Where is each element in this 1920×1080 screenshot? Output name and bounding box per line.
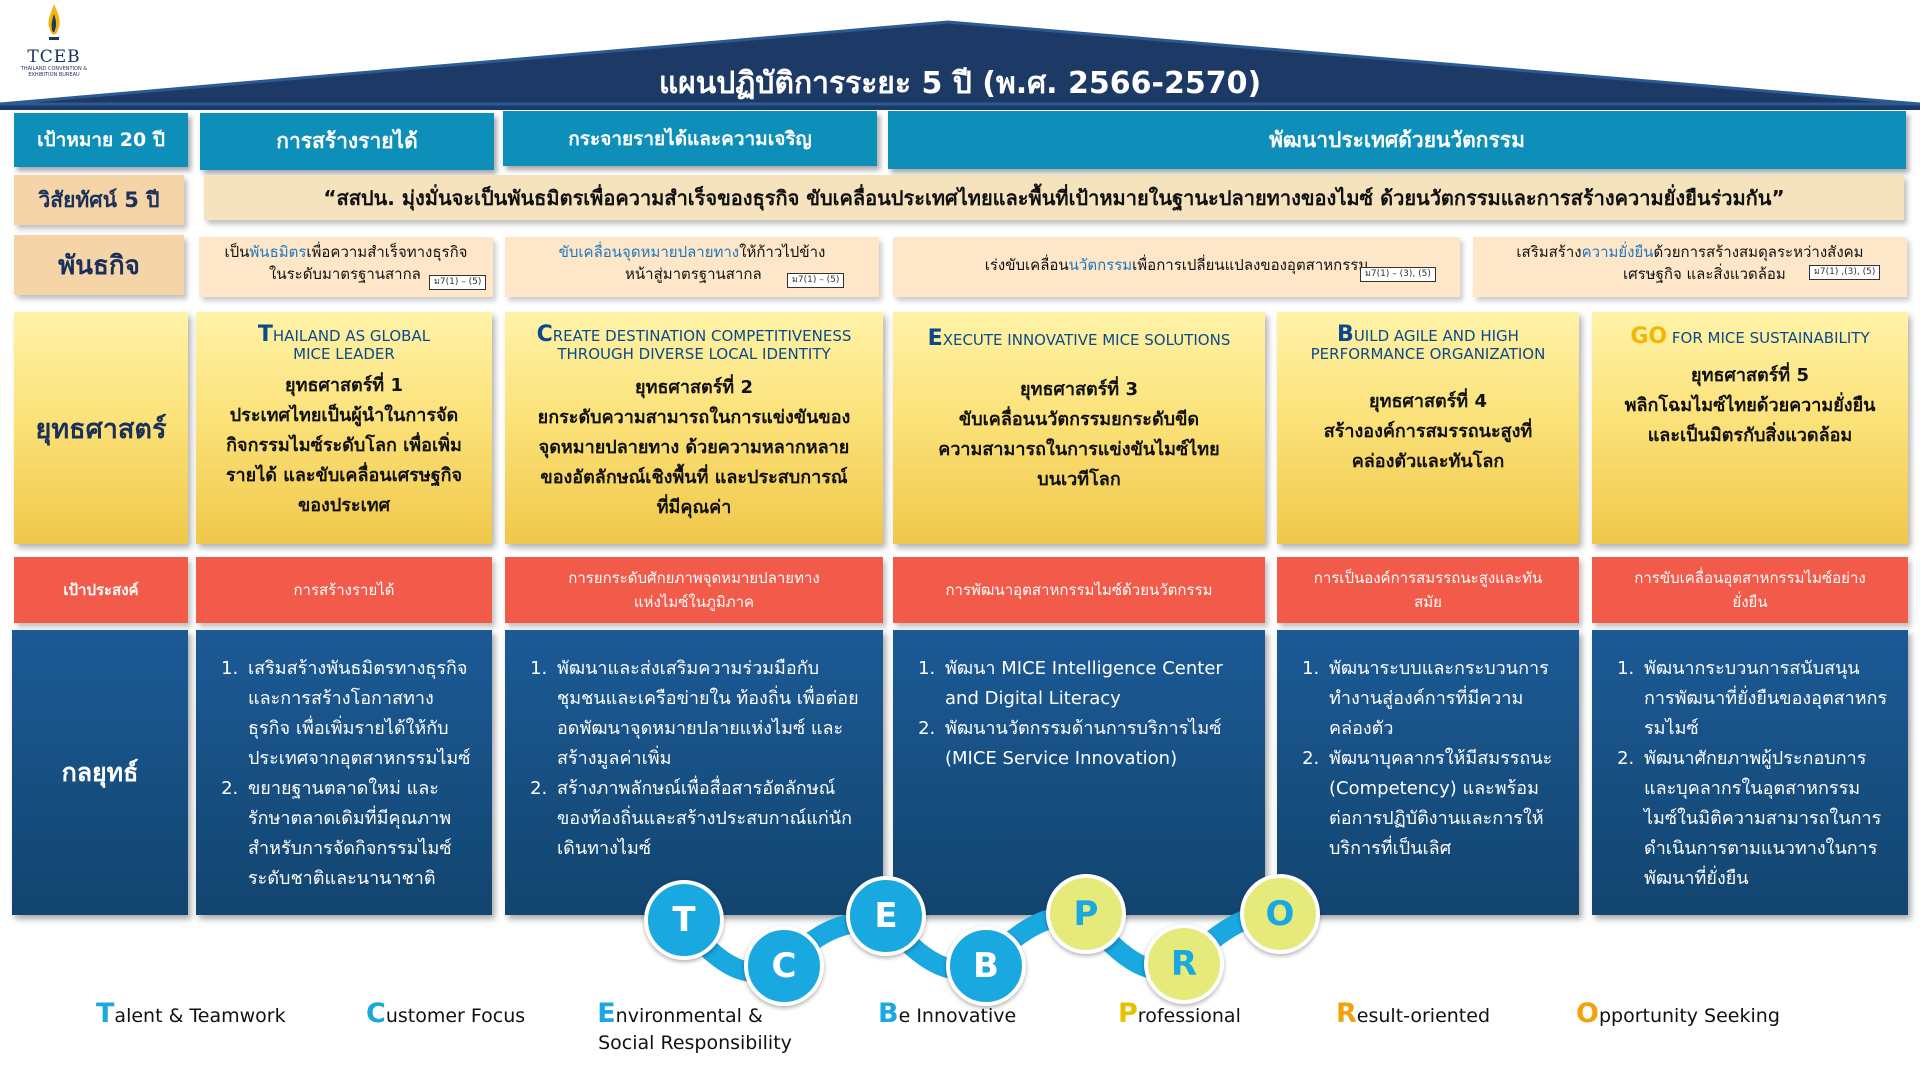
tactic-item: พัฒนา MICE Intelligence Center and Digit… xyxy=(941,654,1247,714)
tactic-item: เสริมสร้างพันธมิตรทางธุรกิจและการสร้างโอ… xyxy=(244,654,474,774)
goal-row-label: เป้าหมาย 20 ปี xyxy=(14,113,188,167)
strategy-2: Create Destination Competitivenessthroug… xyxy=(505,312,883,544)
tactic-item: พัฒนาบุคลากรให้มีสมรรถนะ (Competency) แล… xyxy=(1325,744,1561,864)
value-label-innovative: Be Innovative xyxy=(878,998,1017,1029)
mission-row-label: พันธกิจ xyxy=(14,235,184,295)
core-values-chain: T C E B P R O xyxy=(640,860,1320,1010)
goal-income: การสร้างรายได้ xyxy=(200,113,494,170)
goal-innovation: พัฒนาประเทศด้วยนวัตกรรม xyxy=(888,111,1906,169)
value-circle-c: C xyxy=(744,926,824,1006)
tactic-column-5: พัฒนากระบวนการสนับสนุนการพัฒนาที่ยั่งยืน… xyxy=(1592,630,1908,915)
value-label-talent: Talent & Teamwork xyxy=(96,998,286,1029)
strategy-1: Thailand as GlobalMICE Leader ยุทธศาสตร์… xyxy=(196,312,492,544)
header-roof-banner xyxy=(0,20,1920,110)
tactic-item: พัฒนากระบวนการสนับสนุนการพัฒนาที่ยั่งยืน… xyxy=(1640,654,1890,744)
strategy-3: Execute Innovative MICE Solutions ยุทธศา… xyxy=(893,312,1265,544)
value-circle-b: B xyxy=(946,926,1026,1006)
tceb-logo: TCEB THAILAND CONVENTION & EXHIBITION BU… xyxy=(14,4,94,84)
tactic-item: สร้างภาพลักษณ์เพื่อสื่อสารอัตลักษณ์ของท้… xyxy=(553,774,865,864)
objective-3: การพัฒนาอุตสาหกรรมไมซ์ด้วยนวัตกรรม xyxy=(893,557,1265,623)
page-title: แผนปฏิบัติการระยะ 5 ปี (พ.ศ. 2566-2570) xyxy=(658,66,1262,101)
law-reference-tag: ม7(1) – (3), (5) xyxy=(1360,267,1436,282)
objective-4: การเป็นองค์การสมรรถนะสูงและทันสมัย xyxy=(1277,557,1579,623)
law-reference-tag: ม7(1) – (5) xyxy=(787,273,845,288)
value-circle-r: R xyxy=(1144,924,1224,1004)
logo-name: TCEB xyxy=(27,47,81,67)
value-circle-p: P xyxy=(1046,874,1126,954)
objective-2: การยกระดับศักยภาพจุดหมายปลายทางแห่งไมซ์ใ… xyxy=(505,557,883,623)
tactic-row-label: กลยุทธ์ xyxy=(12,630,188,915)
vision-statement: “สสปน. มุ่งมั่นจะเป็นพันธมิตรเพื่อความสำ… xyxy=(204,175,1904,220)
flame-logo-icon xyxy=(48,4,60,40)
value-label-professional: Professional xyxy=(1118,998,1241,1029)
law-reference-tag: ม7(1) – (5) xyxy=(429,275,487,290)
objective-1: การสร้างรายได้ xyxy=(196,557,492,623)
goal-distribution: กระจายรายได้และความเจริญ xyxy=(503,111,877,166)
tactic-column-4: พัฒนาระบบและกระบวนการทำงานสู่องค์การที่ม… xyxy=(1277,630,1579,915)
value-label-opportunity: Opportunity Seeking xyxy=(1576,998,1780,1029)
tactic-column-2: พัฒนาและส่งเสริมความร่วมมือกับชุมชนและเค… xyxy=(505,630,883,915)
mission-item-2: ขับเคลื่อนจุดหมายปลายทางให้ก้าวไปข้าง หน… xyxy=(505,237,879,297)
tactic-item: พัฒนาระบบและกระบวนการทำงานสู่องค์การที่ม… xyxy=(1325,654,1561,744)
mission-item-3: เร่งขับเคลื่อนนวัตกรรมเพื่อการเปลี่ยนแปล… xyxy=(893,237,1460,297)
objective-5: การขับเคลื่อนอุตสาหกรรมไมซ์อย่างยั่งยืน xyxy=(1592,557,1908,623)
value-circle-e: E xyxy=(846,876,926,956)
tactic-column-1: เสริมสร้างพันธมิตรทางธุรกิจและการสร้างโอ… xyxy=(196,630,492,915)
value-circle-t: T xyxy=(644,880,724,960)
objective-row-label: เป้าประสงค์ xyxy=(14,557,188,623)
tactic-item: ขยายฐานตลาดใหม่ และรักษาตลาดเดิมที่มีคุณ… xyxy=(244,774,474,894)
tactic-item: พัฒนาและส่งเสริมความร่วมมือกับชุมชนและเค… xyxy=(553,654,865,774)
tactic-item: พัฒนาศักยภาพผู้ประกอบการและบุคลากรในอุตส… xyxy=(1640,744,1890,894)
mission-item-1: เป็นพันธมิตรเพื่อความสำเร็จทางธุรกิจ ในร… xyxy=(199,237,493,297)
value-circle-o: O xyxy=(1240,874,1320,954)
value-label-customer: Customer Focus xyxy=(366,998,526,1029)
strategy-4: Build Agile and HighPerformance Organiza… xyxy=(1277,312,1579,544)
value-label-environmental: Environmental & Social Responsibility xyxy=(597,998,792,1054)
strategy-5: GO for MICE Sustainability ยุทธศาสตร์ที่… xyxy=(1592,312,1908,544)
strategy-row-label: ยุทธศาสตร์ xyxy=(14,312,188,544)
mission-item-4: เสริมสร้างความยั่งยืนด้วยการสร้างสมดุลระ… xyxy=(1473,237,1907,297)
tactic-item: พัฒนานวัตกรรมด้านการบริการไมซ์ (MICE Ser… xyxy=(941,714,1247,774)
logo-subtitle: THAILAND CONVENTION & EXHIBITION BUREAU xyxy=(20,66,88,78)
tactic-column-3: พัฒนา MICE Intelligence Center and Digit… xyxy=(893,630,1265,915)
law-reference-tag: ม7(1) ,(3), (5) xyxy=(1809,265,1881,280)
vision-row-label: วิสัยทัศน์ 5 ปี xyxy=(14,175,184,225)
value-label-result: Result-oriented xyxy=(1336,998,1491,1029)
